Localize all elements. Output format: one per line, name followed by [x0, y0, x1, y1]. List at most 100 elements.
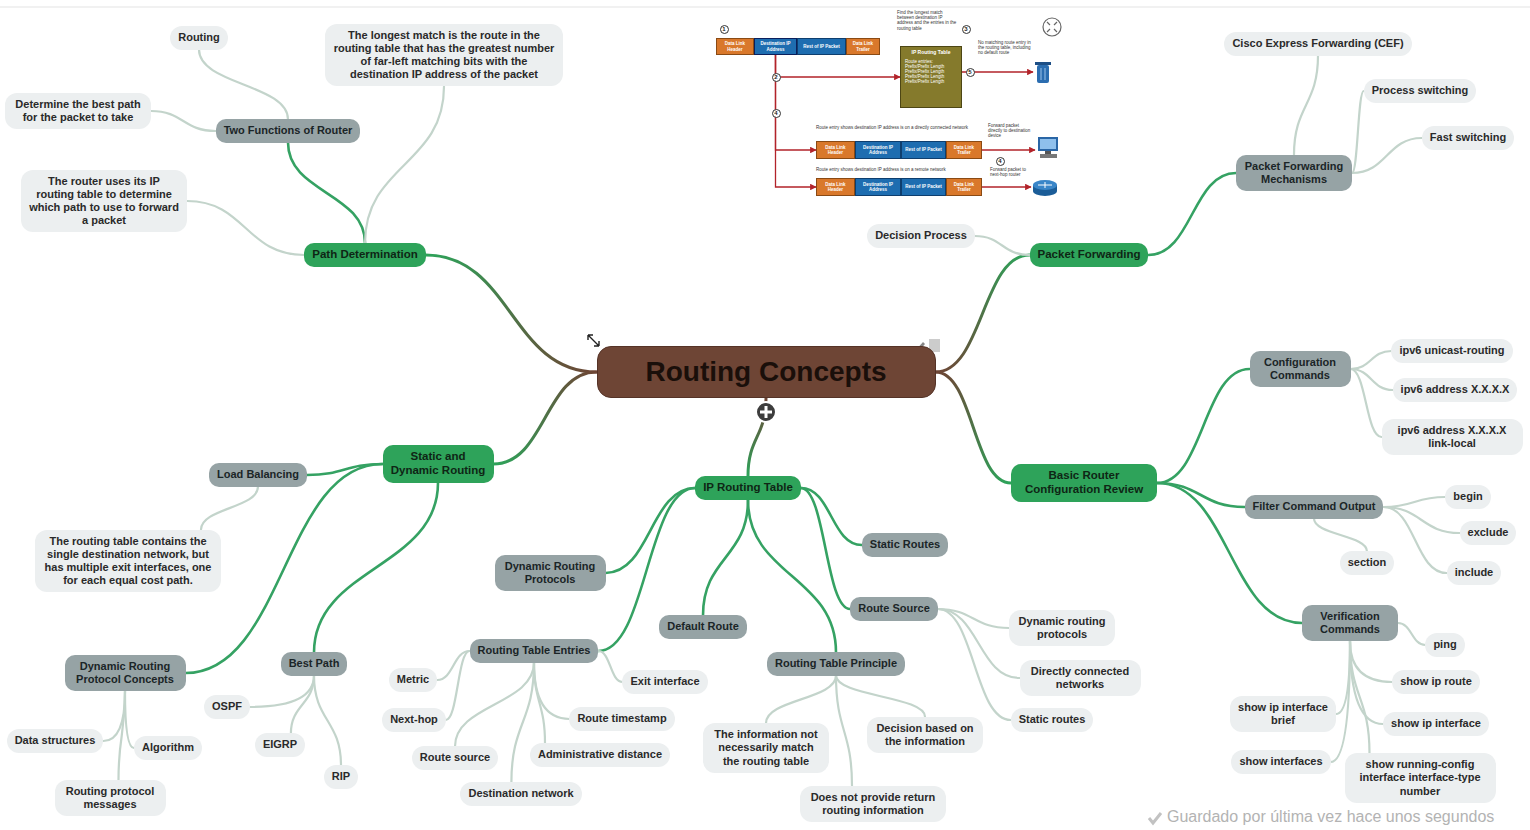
- node-text: Dynamic routing protocols: [1017, 615, 1107, 641]
- node-text: Destination IP Address: [857, 145, 899, 155]
- connector: [151, 111, 216, 131]
- node-text: Verification Commands: [1310, 610, 1390, 636]
- node-text: The information not necessarily match th…: [711, 728, 821, 768]
- connector: [1314, 519, 1367, 552]
- sub-topic: Dynamic Routing Protocol Concepts: [65, 655, 186, 691]
- node-text: Algorithm: [142, 741, 194, 754]
- leaf-topic: Decision based on the information: [867, 717, 983, 753]
- header-field: Data Link Header: [816, 141, 855, 159]
- sub-topic: Routing Table Principle: [767, 652, 905, 675]
- node-text: ipv6 unicast-routing: [1399, 344, 1504, 357]
- node-text: IP Routing Table: [905, 50, 957, 56]
- leaf-topic: Administrative distance: [530, 743, 670, 766]
- connector: [938, 609, 1020, 678]
- callout-number: 4: [996, 157, 1005, 166]
- leaf-topic: Process switching: [1364, 79, 1477, 102]
- connector: [1398, 623, 1425, 645]
- node-text: Exit interface: [630, 675, 699, 688]
- illustration-note: Route entry shows destination IP address…: [816, 167, 981, 172]
- node-text: Data Link Trailer: [848, 41, 878, 51]
- connector: [776, 55, 817, 187]
- node-text: Route entries:: [905, 59, 957, 64]
- callout-number: 5: [966, 68, 975, 77]
- callout-number: 2: [772, 73, 781, 82]
- trash-icon: [1037, 65, 1049, 83]
- node-text: Data Link Header: [718, 41, 752, 51]
- header-field: Data Link Header: [816, 178, 855, 196]
- save-status: Guardado por última vez hace unos segund…: [1167, 808, 1494, 826]
- leaf-topic: OSPF: [204, 695, 250, 718]
- leaf-topic: show ip interface brief: [1230, 696, 1336, 732]
- sub-topic: Two Functions of Router: [216, 119, 361, 142]
- connector: [766, 676, 836, 724]
- sub-topic: Verification Commands: [1302, 605, 1398, 641]
- node-text: The longest match is the route in the ro…: [333, 29, 555, 82]
- node-text: Configuration Commands: [1258, 356, 1343, 382]
- connector: [936, 372, 1012, 483]
- callout-number: 1: [720, 25, 729, 34]
- forward-arrow: [982, 149, 1035, 150]
- packet-field: Destination IP Address: [855, 141, 901, 159]
- connector: [1350, 641, 1370, 753]
- sub-topic: Route Source: [850, 597, 938, 620]
- node-text: Rest of IP Packet: [903, 184, 944, 189]
- connector: [1157, 483, 1245, 507]
- sub-topic: Routing Table Entries: [470, 639, 599, 662]
- node-text: Data Link Trailer: [948, 145, 980, 155]
- callout-number: 4: [772, 109, 781, 118]
- node-text: Best Path: [289, 657, 340, 670]
- main-branch: Basic Router Configuration Review: [1011, 464, 1157, 502]
- main-branch: IP Routing Table: [695, 476, 801, 500]
- node-text: Directly connected networks: [1028, 665, 1133, 691]
- connector: [836, 676, 925, 717]
- connector: [1383, 497, 1445, 507]
- illustration-note: Route entry shows destination IP address…: [816, 125, 974, 130]
- connector: [187, 201, 304, 255]
- node-text: Prefix/Prefix Length: [905, 79, 957, 84]
- leaf-topic: The routing table contains the single de…: [35, 530, 221, 593]
- leaf-topic: Directly connected networks: [1020, 660, 1141, 696]
- node-text: Dynamic Routing Protocol Concepts: [73, 660, 178, 686]
- node-text: Next-hop: [390, 713, 438, 726]
- forward-arrow: [982, 186, 1031, 187]
- node-text: Destination network: [468, 787, 573, 800]
- connector: [494, 372, 597, 464]
- node-text: Data Link Header: [818, 182, 853, 192]
- connector: [703, 500, 748, 616]
- node-text: Route timestamp: [577, 712, 666, 725]
- node-text: include: [1455, 566, 1494, 579]
- add-button: [756, 402, 776, 422]
- node-text: The routing table contains the single de…: [43, 535, 213, 588]
- main-branch: Static and Dynamic Routing: [383, 445, 494, 483]
- node-text: Routing Table Entries: [478, 644, 591, 657]
- node-text: ipv6 address X.X.X.X: [1401, 383, 1510, 396]
- node-text: Routing Concepts: [598, 355, 935, 389]
- node-text: Load Balancing: [217, 468, 299, 481]
- routing-table-box: IP Routing TableRoute entries: Prefix/Pre…: [900, 46, 962, 108]
- illustration-note: Find the longest match between destinati…: [897, 10, 957, 31]
- leaf-topic: Fast switching: [1422, 126, 1514, 149]
- leaf-topic: show ip route: [1392, 670, 1480, 693]
- leaf-topic: ipv6 address X.X.X.X link-local: [1382, 419, 1523, 455]
- node-text: Metric: [397, 673, 429, 686]
- illustration-note: Forward packet to next-hop router: [990, 167, 1032, 177]
- connector: [511, 663, 534, 783]
- node-text: Routing: [178, 31, 220, 44]
- central-topic: Routing Concepts: [597, 346, 936, 398]
- node-text: Filter Command Output: [1253, 500, 1376, 513]
- node-text: Decision based on the information: [875, 722, 975, 748]
- leaf-topic: Dynamic routing protocols: [1009, 610, 1115, 646]
- node-text: Two Functions of Router: [224, 124, 353, 137]
- connector: [534, 663, 569, 719]
- sub-topic: Dynamic Routing Protocols: [495, 555, 606, 591]
- main-branch: Path Determination: [304, 243, 425, 267]
- leaf-topic: Data structures: [7, 729, 104, 752]
- node-text: exclude: [1468, 526, 1509, 539]
- node-text: Path Determination: [312, 248, 417, 262]
- node-text: Static Routes: [870, 538, 940, 551]
- connector: [776, 55, 901, 77]
- connector: [125, 691, 134, 748]
- leaf-topic: Algorithm: [134, 736, 202, 759]
- main-branch: Packet Forwarding: [1030, 243, 1149, 267]
- decoration-layer: [0, 7, 1530, 823]
